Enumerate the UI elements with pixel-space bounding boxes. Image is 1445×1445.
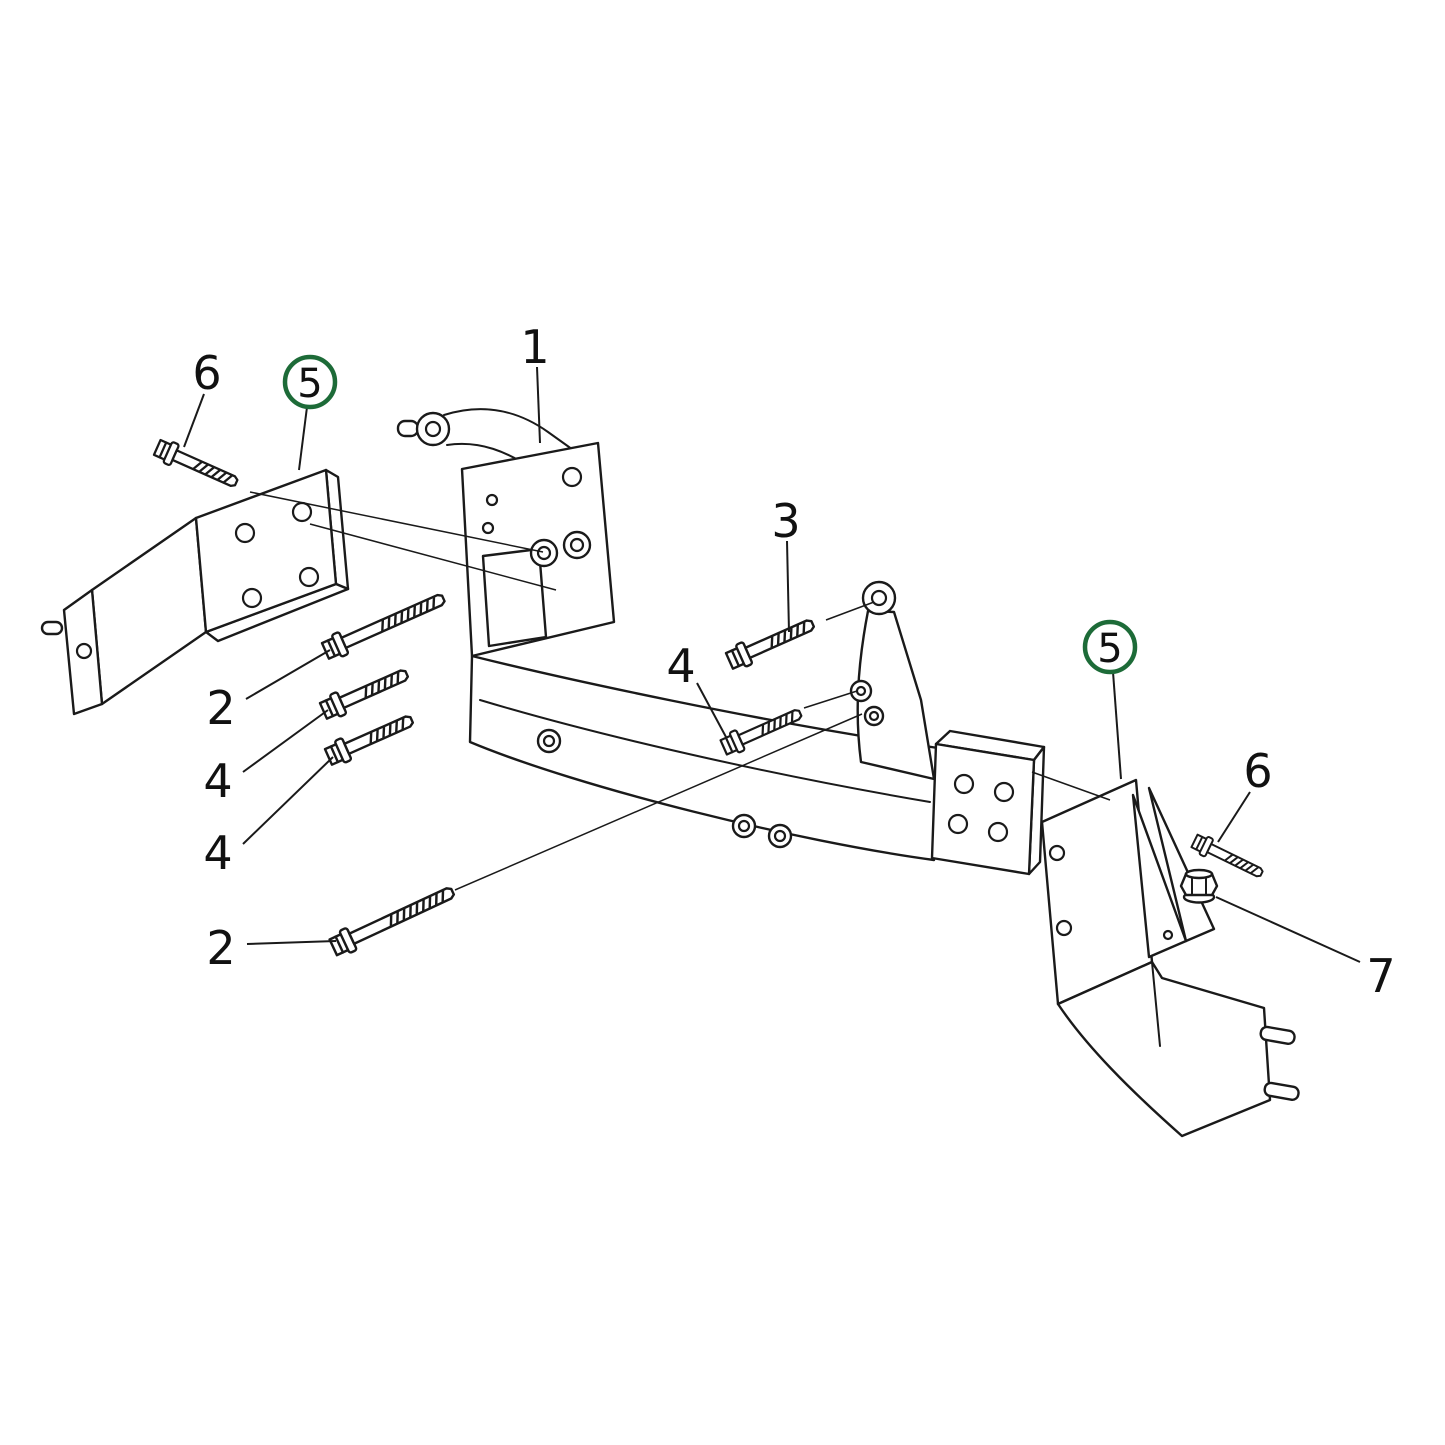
plate-hole: [1055, 919, 1073, 937]
leader-line-2-upper: [245, 649, 331, 700]
axis-line: [1031, 771, 1111, 801]
callout-4-center: 4: [666, 639, 695, 693]
left-mount-bracket: [40, 468, 350, 716]
leader-line-4-left-lower: [242, 756, 334, 845]
web-boss-hole: [868, 710, 880, 722]
leader-line-2-lower: [246, 940, 337, 945]
plate-lug-hole: [561, 466, 583, 488]
beam-boss-hole: [773, 829, 787, 843]
callout-3: 3: [771, 494, 800, 548]
callout-4-left-lower: 4: [203, 826, 232, 880]
plate-hole: [298, 566, 320, 588]
web-top-boss-hole: [870, 589, 888, 607]
axis-line: [803, 690, 858, 709]
leader-line-5-left: [298, 406, 308, 471]
highlight-circle-right: [1082, 619, 1138, 675]
gusset-hole: [1162, 929, 1174, 941]
beam-boss-hole: [542, 734, 556, 748]
mount-stud: [1259, 1025, 1296, 1045]
leader-line-6-right: [1217, 791, 1251, 843]
callout-4-left-upper: 4: [203, 754, 232, 808]
flange-nut: [1179, 868, 1219, 904]
mount-stud: [1263, 1081, 1300, 1101]
tab-pin: [40, 620, 64, 636]
plate-small-hole: [481, 521, 495, 535]
long-bolt-upper: [319, 586, 450, 664]
highlight-circle-left: [282, 354, 338, 410]
nut-top: [1184, 868, 1214, 880]
long-bolt-lower: [326, 879, 459, 960]
callout-6-left: 6: [192, 346, 221, 400]
right-web: [856, 609, 936, 781]
bracket-web: [90, 516, 208, 706]
beam-boss-hole: [737, 819, 751, 833]
bolt-4-left-lower: [322, 707, 418, 770]
callout-6-right: 6: [1243, 744, 1272, 798]
block-hole: [953, 773, 975, 795]
block-hole: [993, 781, 1015, 803]
bracket-foot: [1056, 960, 1272, 1138]
leader-line-1: [536, 366, 541, 444]
plate-hole: [1048, 844, 1066, 862]
callout-5-left: 5: [297, 361, 322, 407]
plate-hole: [234, 522, 256, 544]
callout-5-right: 5: [1097, 626, 1122, 672]
web-boss-hole: [855, 685, 867, 697]
block-hole: [947, 813, 969, 835]
axis-line: [309, 523, 557, 591]
callout-1: 1: [520, 320, 549, 374]
callouts: 1 6 2 4 4 2 3 4 6 7 5 5: [192, 320, 1395, 1003]
bolt-3: [723, 611, 819, 674]
bolt-4-left-upper: [317, 661, 413, 724]
leader-line-3: [786, 540, 790, 633]
plate-small-hole: [485, 493, 499, 507]
leader-line-5-right: [1112, 671, 1122, 780]
end-block-face: [930, 742, 1036, 876]
leader-line-6-left: [183, 393, 205, 448]
callout-7: 7: [1366, 949, 1395, 1003]
axis-lines: [249, 491, 1111, 891]
callout-2-lower: 2: [206, 921, 235, 975]
plate-hole: [241, 587, 263, 609]
right-mount-bracket: [1040, 778, 1300, 1138]
axis-line: [249, 491, 544, 553]
plate-boss-hole: [536, 545, 552, 561]
arm-boss-hole: [424, 420, 442, 438]
plate-boss-hole: [569, 537, 585, 553]
flange-bolt-left: [151, 435, 242, 495]
plate-hole: [291, 501, 313, 523]
leader-line-7: [1215, 896, 1361, 963]
tab-hole: [75, 642, 93, 660]
arm-pin: [396, 419, 420, 438]
upright-window: [481, 547, 548, 648]
main-bracket: [396, 408, 1046, 876]
gusset: [1131, 793, 1188, 959]
bracket-plate: [194, 468, 338, 634]
block-hole: [987, 821, 1009, 843]
leader-line-4-left-upper: [242, 709, 329, 773]
callout-2-upper: 2: [206, 681, 235, 735]
arm-top-contour: [443, 408, 577, 453]
axis-line: [454, 713, 863, 891]
axis-line: [825, 601, 875, 621]
beam-fold-line: [479, 699, 931, 803]
leader-line-4-center: [696, 682, 727, 738]
foot-fold-line: [1151, 961, 1161, 1047]
leader-lines: [183, 366, 1361, 963]
